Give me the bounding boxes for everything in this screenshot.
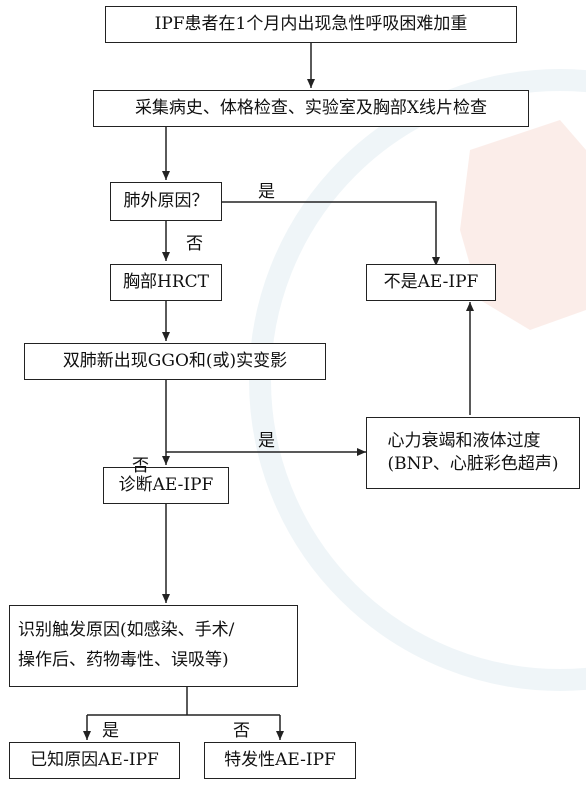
- node-identify-triggers-line1: 识别触发原因(如感染、手术/: [18, 620, 235, 641]
- node-ipf-acute-dyspnea-text: IPF患者在1个月内出现急性呼吸困难加重: [154, 14, 468, 35]
- node-not-ae-ipf-text: 不是AE-IPF: [383, 272, 479, 293]
- node-ggo-consolidation: 双肺新出现GGO和(或)实变影: [24, 343, 326, 380]
- node-extrapulmonary-cause: 肺外原因？: [110, 182, 222, 221]
- node-diagnose-ae-ipf: 诊断AE-IPF: [103, 467, 229, 504]
- node-extrapulmonary-cause-text: 肺外原因？: [123, 191, 209, 212]
- node-history-exam: 采集病史、体格检查、实验室及胸部X线片检查: [93, 90, 529, 127]
- edge-label-yes-trigger: 是: [102, 721, 119, 741]
- node-chest-hrct: 胸部HRCT: [110, 264, 222, 301]
- node-heart-failure-line1: 心力衰竭和液体过度: [387, 431, 541, 452]
- node-diagnose-ae-ipf-text: 诊断AE-IPF: [118, 475, 214, 496]
- node-idiopathic-ae-ipf-text: 特发性AE-IPF: [224, 750, 336, 771]
- node-ggo-consolidation-text: 双肺新出现GGO和(或)实变影: [62, 351, 288, 372]
- node-known-cause-ae-ipf-text: 已知原因AE-IPF: [30, 750, 159, 771]
- node-idiopathic-ae-ipf: 特发性AE-IPF: [204, 742, 356, 779]
- node-heart-failure: 心力衰竭和液体过度 (BNP、心脏彩色超声): [366, 417, 580, 489]
- node-not-ae-ipf: 不是AE-IPF: [366, 264, 496, 301]
- edge-label-no-trigger: 否: [233, 721, 250, 741]
- node-known-cause-ae-ipf: 已知原因AE-IPF: [9, 742, 180, 779]
- node-heart-failure-line2: (BNP、心脏彩色超声): [387, 454, 559, 474]
- node-ipf-acute-dyspnea: IPF患者在1个月内出现急性呼吸困难加重: [105, 6, 517, 43]
- edge-label-no-ggo: 否: [132, 456, 149, 476]
- node-history-exam-text: 采集病史、体格检查、实验室及胸部X线片检查: [134, 98, 488, 119]
- edge-label-no-extrapulmonary: 否: [186, 234, 203, 254]
- edge-label-yes-ggo: 是: [258, 431, 275, 451]
- edge-label-yes-extrapulmonary: 是: [258, 182, 275, 202]
- node-chest-hrct-text: 胸部HRCT: [123, 272, 209, 293]
- node-identify-triggers: 识别触发原因(如感染、手术/ 操作后、药物毒性、误吸等): [9, 605, 298, 687]
- node-identify-triggers-line2: 操作后、药物毒性、误吸等): [18, 650, 229, 670]
